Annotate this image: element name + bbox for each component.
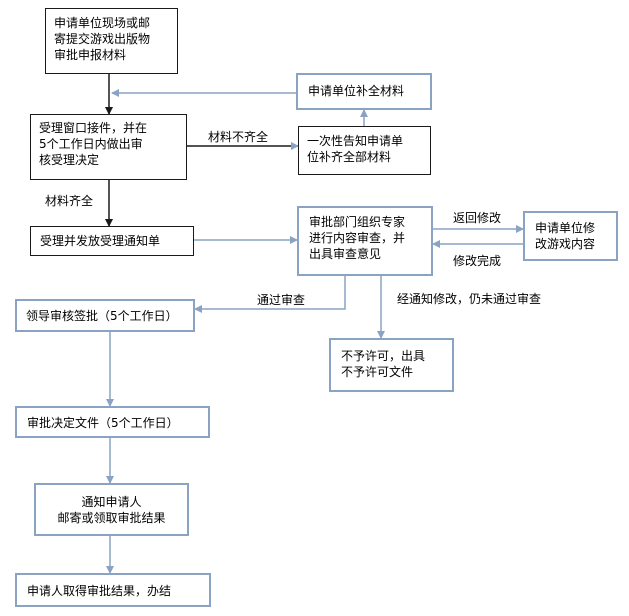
node-line: 受理窗口接件，并在: [39, 121, 148, 135]
node-line: 位补齐全部材料: [307, 150, 392, 164]
node-line: 出具审查意见: [309, 247, 382, 261]
label-pass: 通过审查: [257, 293, 306, 307]
node-notify-applicant: 通知申请人 邮寄或领取审批结果: [34, 483, 189, 536]
label-incomplete: 材料不齐全: [208, 130, 269, 144]
node-line: 寄提交游戏出版物: [54, 32, 151, 46]
node-decision-doc: 审批决定文件（5个工作日）: [15, 406, 210, 438]
node-line: 审批决定文件（5个工作日）: [27, 416, 179, 430]
node-line: 申请单位修: [535, 221, 596, 235]
node-supplement-materials: 申请单位补全材料: [296, 73, 432, 110]
node-complete: 申请人取得审批结果，办结: [15, 573, 211, 607]
node-line: 通知申请人: [81, 495, 142, 509]
node-line: 申请单位现场或邮: [54, 16, 151, 30]
label-return: 返回修改: [453, 211, 502, 225]
node-issue-notice: 受理并发放受理通知单: [30, 226, 194, 256]
node-expert-review: 审批部门组织专家 进行内容审查，并 出具审查意见: [297, 206, 433, 276]
node-line: 5个工作日内做出审: [39, 137, 143, 151]
node-line: 不予许可文件: [341, 365, 414, 379]
label-modified: 修改完成: [453, 254, 502, 268]
node-deny-permit: 不予许可，出具 不予许可文件: [329, 338, 454, 392]
node-line: 不予许可，出具: [341, 349, 426, 363]
node-leader-sign: 领导审核签批（5个工作日）: [15, 299, 195, 332]
node-line: 申请单位补全材料: [308, 84, 405, 98]
node-notify-once: 一次性告知申请单 位补齐全部材料: [298, 126, 431, 175]
label-complete: 材料齐全: [45, 194, 94, 208]
node-line: 一次性告知申请单: [307, 134, 404, 148]
node-line: 受理并发放受理通知单: [40, 234, 161, 248]
label-fail: 经通知修改，仍未通过审查: [397, 292, 542, 306]
node-line: 领导审核签批（5个工作日）: [26, 309, 178, 323]
node-line: 申请人取得审批结果，办结: [27, 584, 172, 598]
node-line: 邮寄或领取审批结果: [57, 511, 166, 525]
node-modify-content: 申请单位修 改游戏内容: [523, 211, 618, 261]
arrow-review-to-leader: [194, 276, 346, 313]
node-submit-materials: 申请单位现场或邮 寄提交游戏出版物 审批申报材料: [45, 8, 178, 74]
node-line: 进行内容审查，并: [309, 231, 406, 245]
node-line: 审批部门组织专家: [309, 215, 406, 229]
node-line: 核受理决定: [39, 153, 100, 167]
node-line: 审批申报材料: [54, 48, 127, 62]
node-window-receive: 受理窗口接件，并在 5个工作日内做出审 核受理决定: [30, 114, 187, 180]
node-line: 改游戏内容: [535, 237, 596, 251]
